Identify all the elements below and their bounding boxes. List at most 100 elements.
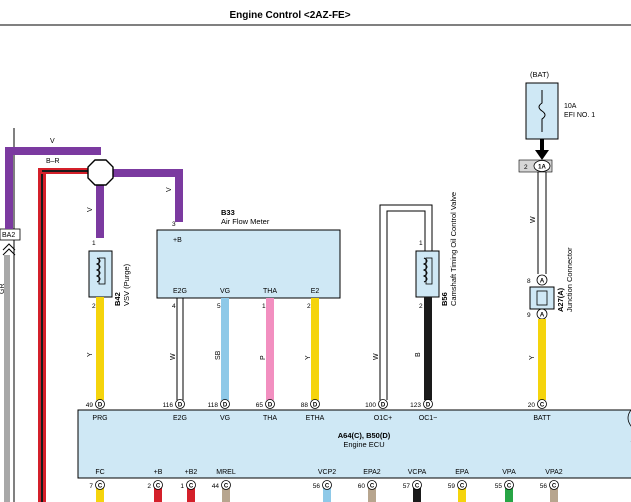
- ecu-bottom-pin-letter: C: [415, 483, 420, 489]
- ocv-coil-icon: [422, 257, 428, 283]
- ecu-bottom-wire: [458, 488, 466, 502]
- afm-wire-e2: [311, 298, 319, 400]
- vsv-pin-top: 1: [92, 240, 96, 247]
- ecu-right-break: [627, 409, 631, 442]
- vsv-pin-bottom: 2: [92, 303, 96, 310]
- afm-pin-tha: 1: [262, 303, 266, 310]
- ecu-bottom-pin-ring: [412, 480, 422, 490]
- ecu-top-pin-label: O1C+: [374, 415, 392, 422]
- ecu-bottom-pin-letter: C: [507, 483, 512, 489]
- purple-wire-afm-drop: [175, 169, 183, 222]
- vsv-coil-icon: [95, 257, 101, 283]
- ecu-top-pin-letter: D: [178, 402, 183, 408]
- fuse-connector-code: 1A: [538, 165, 546, 171]
- vsv-coil-core: [98, 257, 106, 285]
- junction-code: A27(A): [556, 287, 565, 312]
- afm-plus-b-label: +B: [173, 237, 182, 244]
- afm-term-tha: THA: [263, 288, 277, 295]
- junction-pin-out: 9: [527, 312, 531, 319]
- purple-wire-prg-drop: [96, 183, 104, 238]
- wire-label-w-oc: W: [373, 353, 380, 360]
- ecu-bottom-pin-label: VCP2: [318, 469, 336, 476]
- afm-pin-plus-b: 3: [172, 221, 176, 228]
- left-chevron-icon-2: [2, 248, 16, 256]
- ecu-bottom-wire: [550, 488, 558, 502]
- ecu-top-pin-letter: D: [426, 402, 431, 408]
- ecu-top-pin-label: ETHA: [306, 415, 325, 422]
- purple-wire-left-vertical: [5, 147, 13, 229]
- ecu-bottom-pin-num: 57: [403, 483, 411, 490]
- vsv-name: VSV (Purge): [122, 263, 131, 306]
- ecu-top-pin-label: VG: [220, 415, 230, 422]
- splice-junction: [87, 159, 114, 186]
- ecu-bottom-pin-label: FC: [95, 469, 104, 476]
- left-chevron-icon: [2, 243, 16, 251]
- ecu-bottom-wire: [413, 488, 421, 502]
- junction-connector: [529, 286, 555, 310]
- ocv-pin-bottom: 2: [419, 303, 423, 310]
- ecu-top-pin-letter: D: [268, 402, 273, 408]
- yellow-wire-batt: [538, 319, 546, 400]
- ecu-codes: A64(C), B50(D): [338, 431, 391, 440]
- ecu-bottom-pin-ring: [504, 480, 514, 490]
- black-wire-oc: [424, 297, 432, 400]
- ecu-top-pin-ring: [220, 399, 230, 409]
- ecu-top-pin-ring: [95, 399, 105, 409]
- wire-label-e2g: W: [170, 353, 177, 360]
- ecu-bottom-wire: [323, 488, 331, 502]
- ecu-bottom-pin-letter: C: [325, 483, 330, 489]
- ecu-bottom-pin-ring: [153, 480, 163, 490]
- junction-pin-in: 8: [527, 278, 531, 285]
- wire-label-v-prg: V: [87, 207, 94, 212]
- afm-wire-tha: [266, 298, 274, 400]
- junction-ring-out-letter: A: [540, 313, 545, 319]
- diagram-title: Engine Control <2AZ-FE>: [229, 10, 350, 21]
- ecu-top-pin-ring: [378, 399, 388, 409]
- ecu-bottom-pin-label: +B2: [185, 469, 198, 476]
- fuse-header: (BAT): [530, 70, 550, 79]
- afm-name: Air Flow Meter: [221, 217, 270, 226]
- afm-wire-vg: [221, 298, 229, 400]
- fuse-name: EFI NO. 1: [564, 112, 595, 119]
- fuse-connector-ring: [533, 160, 551, 172]
- fuse-wire-down: [540, 139, 544, 152]
- yellow-wire-prg: [96, 297, 104, 400]
- ecu-top-pin-num: 65: [256, 402, 264, 409]
- fuse-amp: 10A: [564, 103, 577, 110]
- wire-label-b-oc: B: [415, 352, 422, 357]
- ecu-top-pin-ring: [310, 399, 320, 409]
- ecu-bottom-pin-ring: [221, 480, 231, 490]
- ecu-bottom-pin-letter: C: [98, 483, 103, 489]
- wire-label-vg: SB: [215, 350, 222, 360]
- ecu-top-pin-ring: [423, 399, 433, 409]
- ocv-white-wire-left: [379, 204, 433, 400]
- fuse-connector-pin: 2: [524, 164, 528, 171]
- ecu-bottom-pin-ring: [367, 480, 377, 490]
- vsv-code: B42: [113, 292, 122, 306]
- br-wire-vertical-core: [41, 172, 43, 502]
- ecu-bottom-pin-label: VCPA: [408, 469, 427, 476]
- junction-inner-box: [536, 290, 548, 306]
- ecu-bottom-pin-label: VPA: [502, 469, 516, 476]
- afm-term-e2: E2: [311, 288, 320, 295]
- ecu-top-pin-num: 116: [163, 402, 174, 409]
- ecu-bottom-pin-letter: C: [156, 483, 161, 489]
- ecu-bottom-pin-label: EPA: [455, 469, 469, 476]
- ecu-bottom-pin-ring: [95, 480, 105, 490]
- ecu-top-pin-label: OC1−: [419, 415, 437, 422]
- ocv-code: B56: [440, 292, 449, 306]
- wire-label-gr: GR: [0, 284, 6, 295]
- afm-pin-vg: 5: [217, 303, 221, 310]
- ecu-top-pin-num: 88: [301, 402, 309, 409]
- ecu-top-pin-label: THA: [263, 415, 277, 422]
- ecu-top-pin-num: 123: [410, 402, 421, 409]
- wire-label-e2: Y: [305, 355, 312, 360]
- ecu-top-pin-num: 49: [86, 402, 94, 409]
- br-wire-horizontal-core: [42, 170, 91, 172]
- junction-ring-in-letter: A: [540, 279, 545, 285]
- ecu-bottom-wire: [505, 488, 513, 502]
- ecu-bottom-pin-letter: C: [224, 483, 229, 489]
